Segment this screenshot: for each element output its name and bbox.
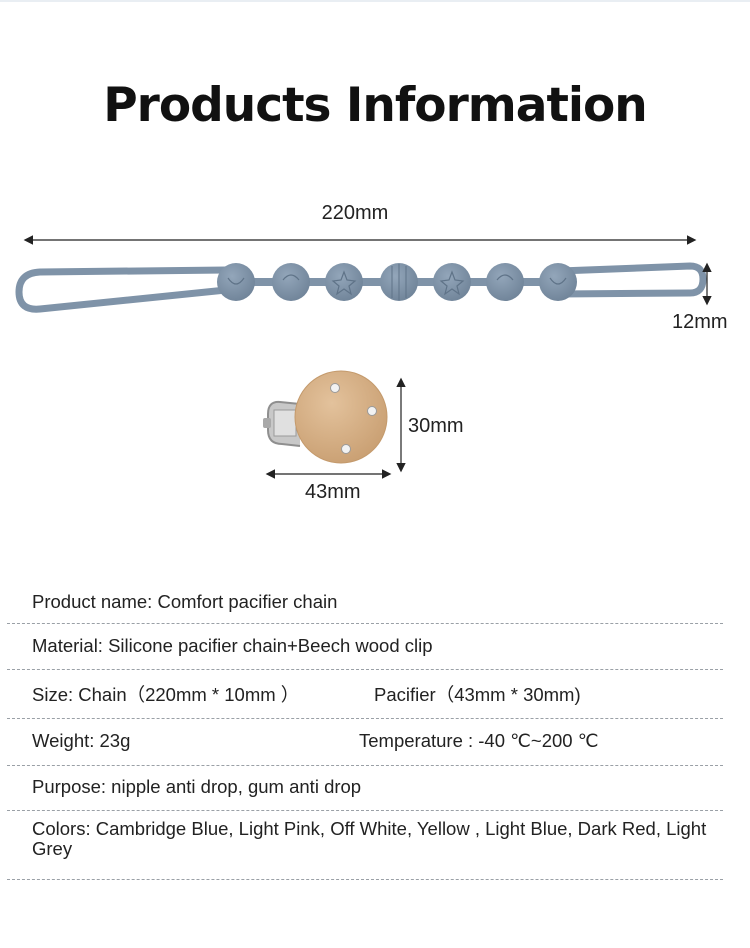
chain-left-loop [15, 266, 227, 313]
material-text: Material: Silicone pacifier chain+Beech … [32, 635, 433, 656]
purpose-text: Purpose: nipple anti drop, gum anti drop [32, 776, 362, 797]
temperature-text: Temperature : -40 ℃~200 ℃ [359, 730, 599, 751]
chain-beads [217, 263, 577, 301]
info-row-product-name: Product name: Comfort pacifier chain [7, 578, 723, 624]
info-row-size: Size: Chain（220mm * 10mm ） Pacifier（43mm… [7, 670, 723, 719]
colors-text: Colors: Cambridge Blue, Light Pink, Off … [32, 818, 707, 859]
product-info-table: Product name: Comfort pacifier chain Mat… [7, 578, 723, 880]
size-pacifier-text: Pacifier（43mm * 30mm) [374, 684, 581, 705]
wood-clip-disc [294, 370, 388, 464]
product-illustration [15, 235, 712, 479]
clip-height-label: 30mm [408, 415, 464, 437]
clip-width-label: 43mm [305, 481, 361, 503]
product-name-text: Product name: Comfort pacifier chain [32, 591, 338, 612]
info-row-colors: Colors: Cambridge Blue, Light Pink, Off … [7, 811, 723, 880]
page-title: Products Information [103, 78, 648, 133]
info-row-material: Material: Silicone pacifier chain+Beech … [7, 624, 723, 670]
info-row-weight: Weight: 23g Temperature : -40 ℃~200 ℃ [7, 719, 723, 766]
top-divider [0, 0, 750, 2]
chain-height-label: 12mm [672, 311, 728, 333]
weight-text: Weight: 23g [32, 730, 131, 751]
chain-length-label: 220mm [321, 202, 389, 224]
chain-right-loop [559, 262, 707, 298]
wood-clip-rivets [330, 383, 377, 454]
clip-metal [263, 400, 301, 447]
info-row-purpose: Purpose: nipple anti drop, gum anti drop [7, 766, 723, 811]
size-chain-text: Size: Chain（220mm * 10mm ） [32, 684, 300, 705]
